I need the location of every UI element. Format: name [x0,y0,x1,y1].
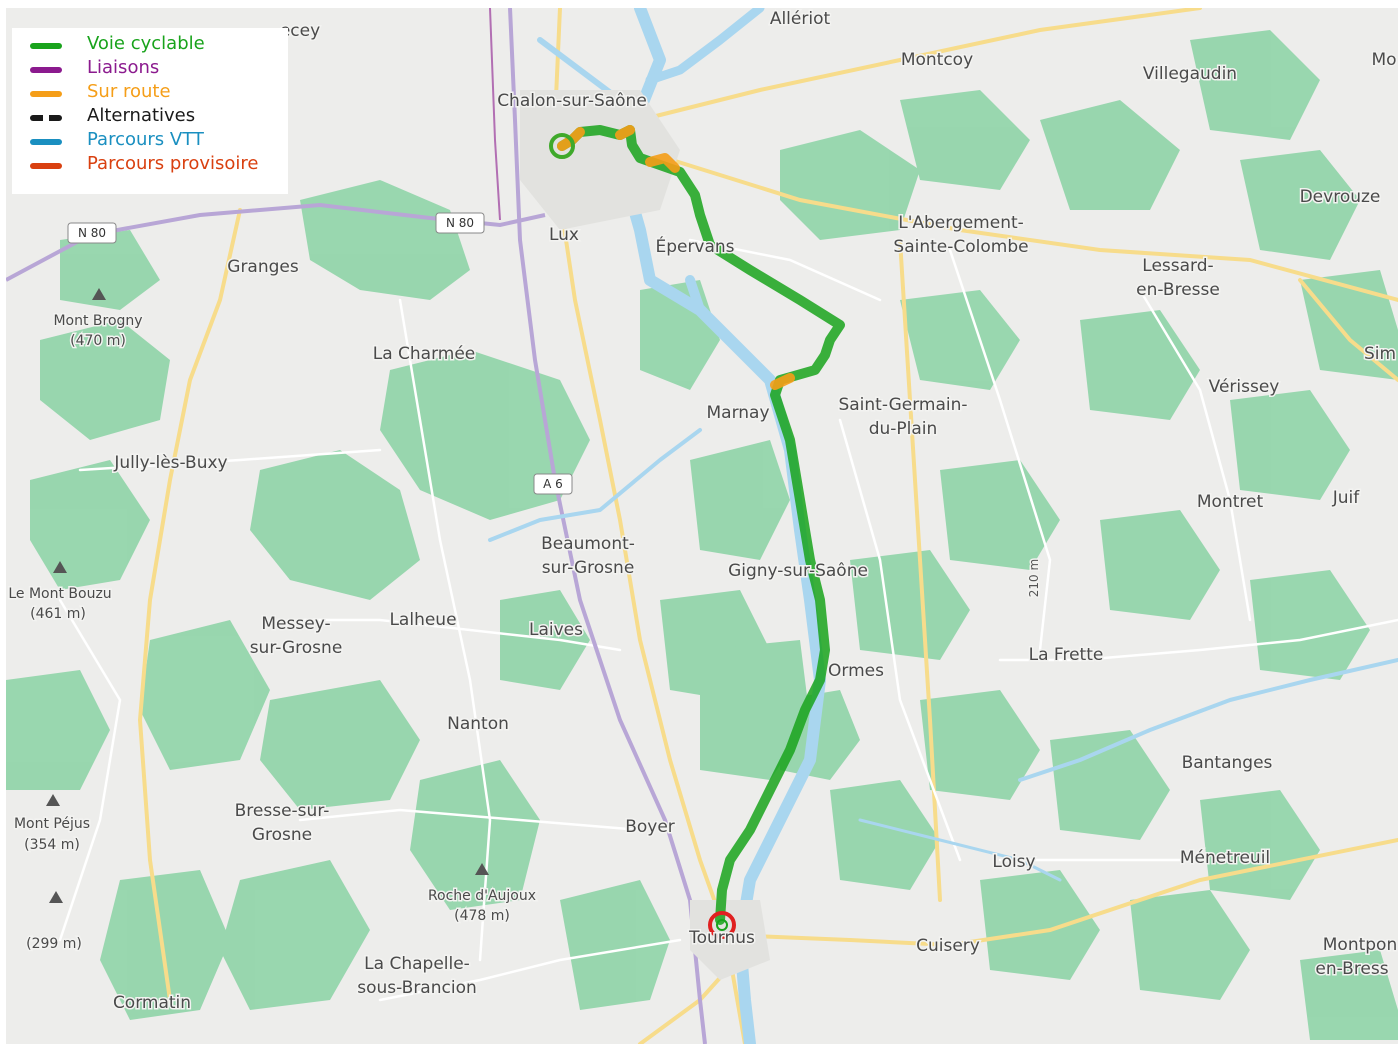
place-boyer: Boyer [625,817,675,837]
place-cormatin: Cormatin [113,993,191,1013]
place-menetreuil: Ménetreuil [1180,848,1270,868]
peak-unnamed-alt: (299 m) [26,936,82,952]
place-bresse-1: Bresse-sur- [235,801,330,821]
legend-label: Sur route [87,81,171,102]
legend-swatch [30,115,62,121]
legend-label: Voie cyclable [87,33,205,54]
place-gigny: Gigny-sur-Saône [728,561,868,581]
place-lessard-1: Lessard- [1142,256,1213,276]
place-jully: Jully-lès-Buxy [113,453,227,473]
forest-areas [6,30,1398,1040]
place-villegaudin: Villegaudin [1143,64,1237,84]
place-montcoy: Montcoy [901,50,973,70]
place-verissey: Vérissey [1209,377,1280,397]
peak-bouzu-name: Le Mont Bouzu [8,586,111,602]
place-st-germain-2: du-Plain [869,419,938,439]
svg-text:A 6: A 6 [543,477,563,491]
place-beaumont-1: Beaumont- [541,534,635,554]
place-bresse-2: Grosne [252,825,312,845]
legend-swatch [30,91,62,97]
peak-brogny-alt: (470 m) [70,333,126,349]
legend-label: Parcours VTT [87,129,204,150]
place-montret: Montret [1197,492,1264,512]
peak-pejus-alt: (354 m) [24,837,80,853]
place-juif: Juif [1332,488,1361,508]
place-ecey: ecey [280,21,320,41]
mountain-icons [46,288,489,903]
map-view[interactable]: N 80 N 80 A 6 Allériot ecey Montcoy Vill… [6,8,1398,1044]
peak-bouzu-alt: (461 m) [30,606,86,622]
map-canvas[interactable]: N 80 N 80 A 6 Allériot ecey Montcoy Vill… [6,8,1398,1044]
legend-swatch [30,139,62,145]
place-epervans: Épervans [655,235,734,257]
cycle-route-line[interactable] [557,125,845,925]
place-la-chapelle-1: La Chapelle- [364,954,470,974]
place-nanton: Nanton [447,714,509,734]
road-shield-a6: A 6 [533,473,573,495]
place-montpon-2: en-Bress [1315,959,1388,979]
place-beaumont-2: sur-Grosne [542,558,635,578]
place-ormes: Ormes [828,661,884,681]
place-st-germain-1: Saint-Germain- [838,395,967,415]
place-lalheue: Lalheue [389,610,456,630]
place-bantanges: Bantanges [1182,753,1273,773]
place-marnay: Marnay [706,403,769,423]
legend-swatch [30,43,62,49]
peak-aujoux-name: Roche d'Aujoux [428,888,536,904]
road-shield-n80-east: N 80 [435,212,485,234]
place-messey-1: Messey- [261,614,330,634]
place-la-charmee: La Charmée [373,344,476,364]
place-la-chapelle-2: sous-Brancion [357,978,477,998]
place-mo: Mo [1371,50,1396,70]
peak-brogny-name: Mont Brogny [53,313,142,329]
place-chalon: Chalon-sur-Saône [497,91,647,111]
place-laives: Laives [529,620,583,640]
svg-text:N 80: N 80 [78,226,106,240]
road-shield-n80-west: N 80 [67,222,117,244]
legend-swatch [30,163,62,169]
link-road [489,8,501,221]
place-labels: Allériot ecey Montcoy Villegaudin Mo Cha… [7,8,1398,1015]
peak-pejus-name: Mont Péjus [14,816,90,832]
place-cuisery: Cuisery [916,936,980,956]
end-marker-inner [716,919,728,931]
start-marker[interactable] [549,133,575,159]
place-sim: Sim [1364,344,1396,364]
legend-label: Parcours provisoire [87,153,259,174]
place-montpon-1: Montpon [1323,935,1397,955]
place-granges: Granges [227,257,299,277]
place-abergement-2: Sainte-Colombe [893,237,1028,257]
place-lessard-2: en-Bresse [1136,280,1220,300]
minor-roads [58,238,1398,1002]
place-messey-2: sur-Grosne [250,638,343,658]
place-loisy: Loisy [992,852,1035,872]
place-tournus: Tournus [688,928,755,948]
place-lux: Lux [549,225,579,245]
place-la-frette: La Frette [1029,645,1104,665]
place-alleriot: Allériot [770,9,831,29]
legend-swatch [30,67,62,73]
svg-text:N 80: N 80 [446,216,474,230]
legend-label: Alternatives [87,105,196,126]
peak-aujoux-alt: (478 m) [454,908,510,924]
place-devrouze: Devrouze [1300,187,1381,207]
end-marker[interactable] [708,911,736,939]
place-abergement-1: L'Abergement- [898,213,1024,233]
altitude-label: 210 m [1027,559,1041,597]
legend-label: Liaisons [87,57,160,78]
